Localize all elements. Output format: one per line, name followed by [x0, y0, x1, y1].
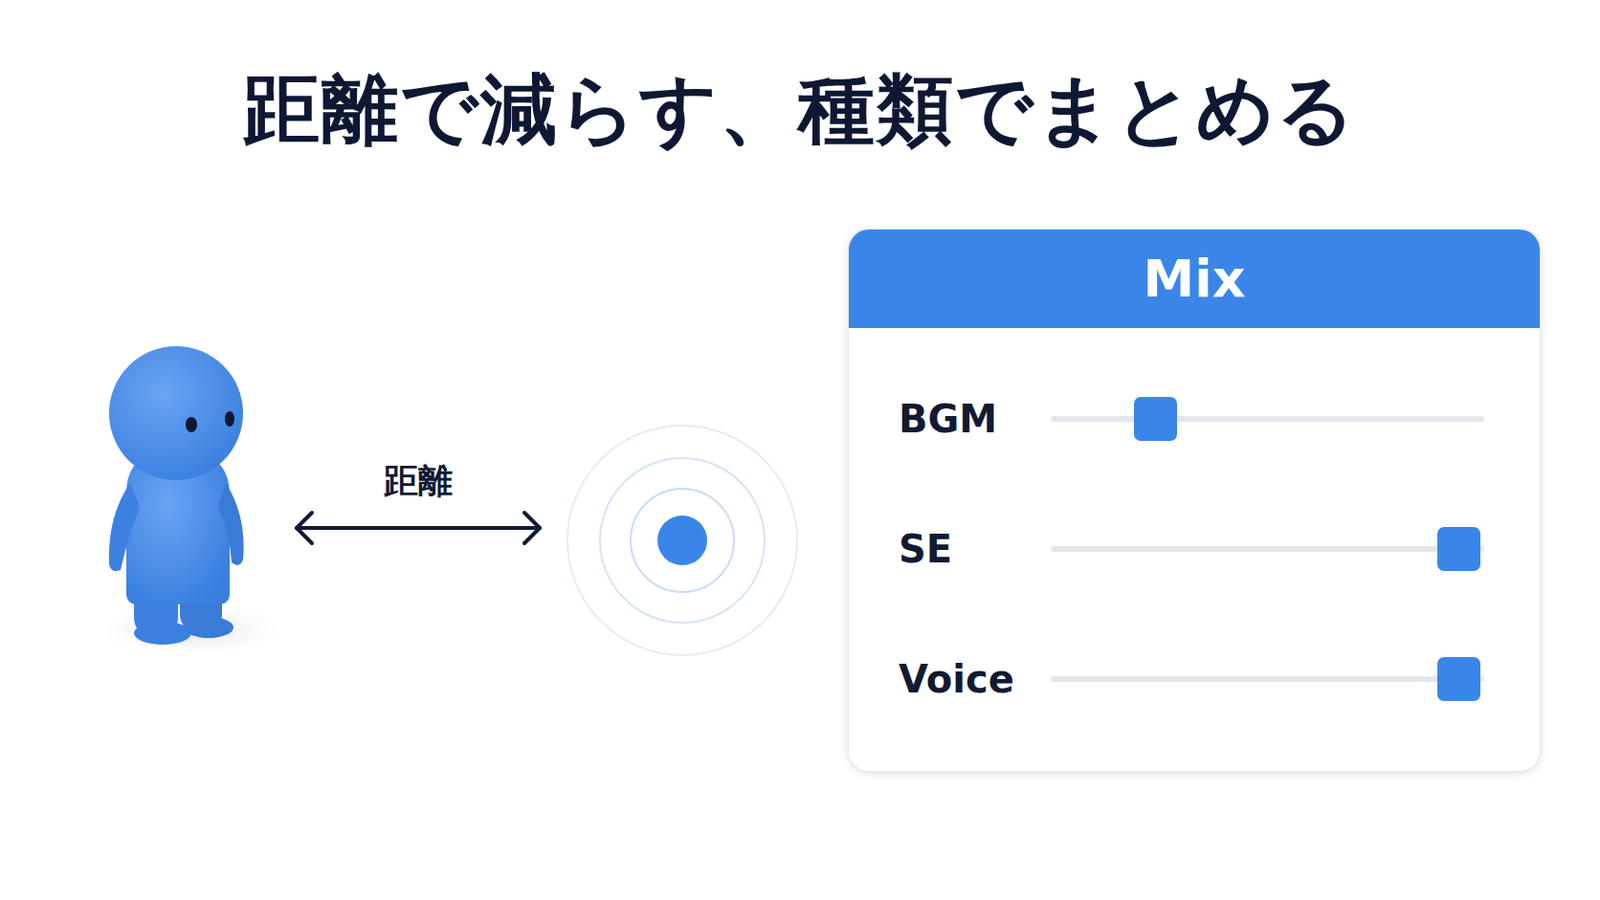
slider-thumb — [1437, 657, 1481, 702]
slider-track — [1053, 676, 1482, 683]
distance-label: 距離 — [379, 458, 457, 506]
slider-thumb — [1437, 527, 1481, 572]
slider-label: SE — [898, 527, 953, 572]
slider-thumb — [1133, 397, 1178, 442]
diagram-title: 距離で減らす、種類でまとめる — [0, 59, 1600, 163]
slider-track — [1053, 546, 1482, 553]
panel-title: Mix — [848, 229, 1540, 329]
slider-label: Voice — [898, 657, 1015, 702]
slider-label: BGM — [898, 397, 998, 442]
sound-source — [567, 425, 798, 656]
mix-panel: MixBGM SE Voice — [847, 228, 1541, 773]
distance-arrow — [296, 512, 540, 544]
slider-track — [1053, 416, 1482, 423]
person-figure — [100, 346, 283, 657]
